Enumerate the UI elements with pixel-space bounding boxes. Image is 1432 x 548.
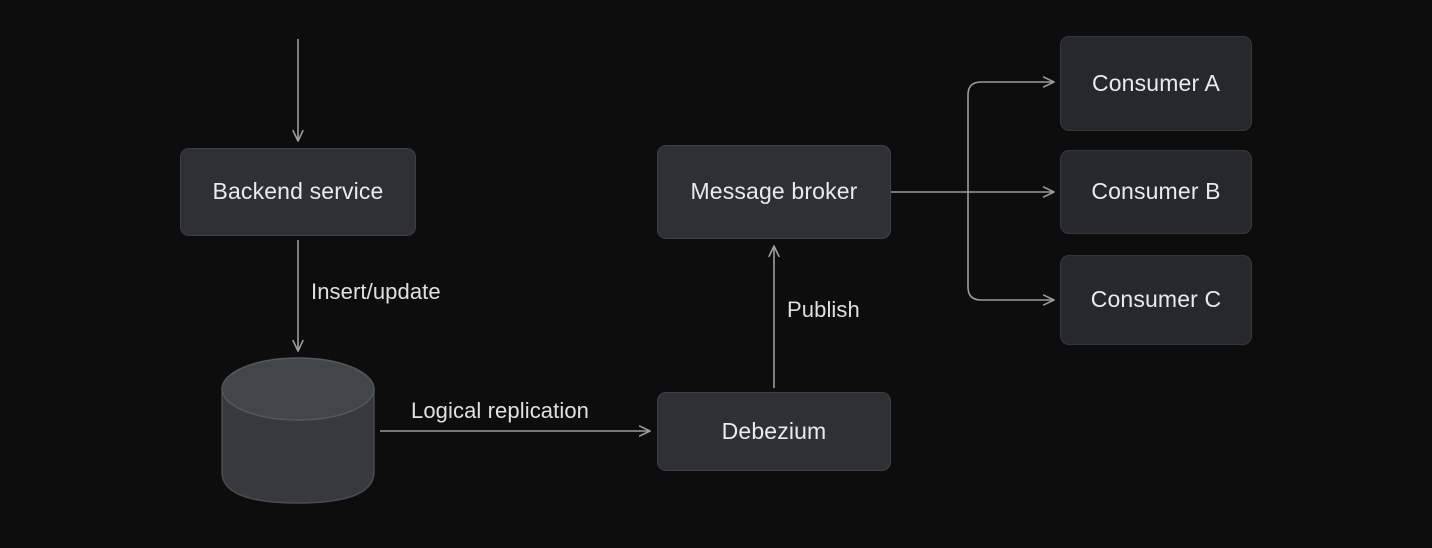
node-consumer-a[interactable]: Consumer A bbox=[1060, 36, 1252, 131]
node-debezium[interactable]: Debezium bbox=[657, 392, 891, 471]
node-backend-service[interactable]: Backend service bbox=[180, 148, 416, 236]
database-cylinder-icon bbox=[221, 357, 375, 504]
node-message-broker-label: Message broker bbox=[690, 178, 858, 204]
node-consumer-c[interactable]: Consumer C bbox=[1060, 255, 1252, 345]
edge-label-insert-update: Insert/update bbox=[311, 279, 441, 304]
node-consumer-b[interactable]: Consumer B bbox=[1060, 150, 1252, 234]
edge-label-publish: Publish bbox=[787, 297, 860, 322]
edge-fanout-consumer-a bbox=[967, 82, 1054, 192]
edge-fanout-consumer-c bbox=[967, 192, 1054, 300]
node-backend-service-label: Backend service bbox=[212, 178, 384, 204]
edge-label-logical-replication: Logical replication bbox=[411, 398, 590, 423]
node-consumer-b-label: Consumer B bbox=[1091, 178, 1221, 204]
node-consumer-c-label: Consumer C bbox=[1090, 286, 1222, 312]
node-debezium-label: Debezium bbox=[721, 417, 827, 444]
node-consumer-a-label: Consumer A bbox=[1091, 69, 1221, 96]
node-message-broker[interactable]: Message broker bbox=[657, 145, 891, 239]
